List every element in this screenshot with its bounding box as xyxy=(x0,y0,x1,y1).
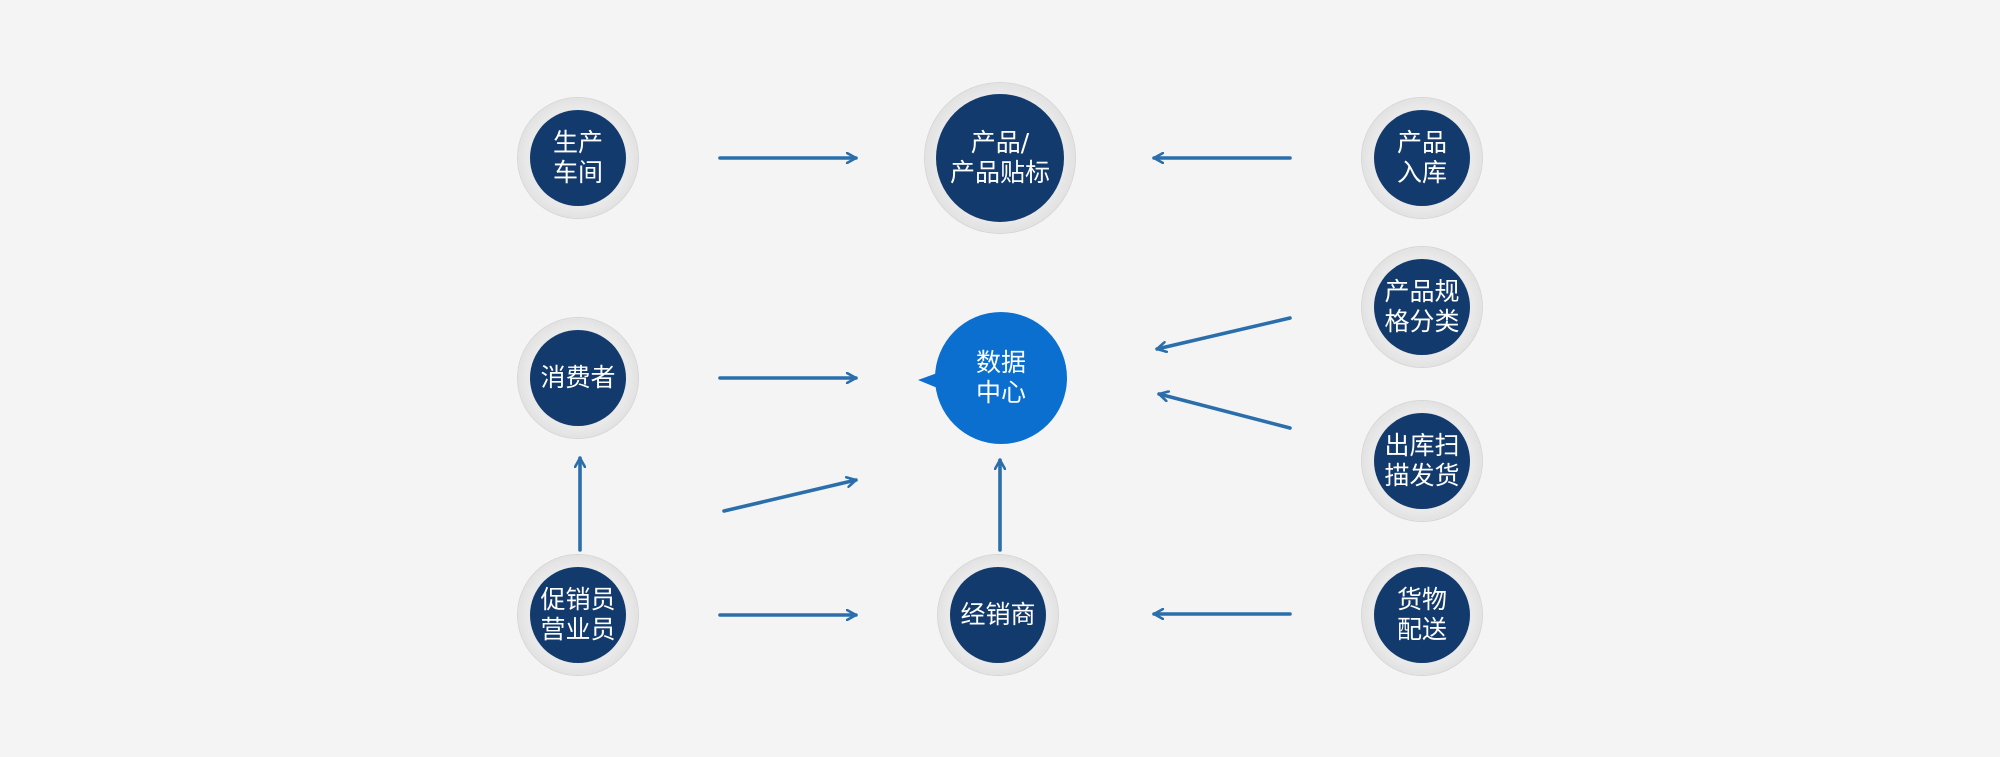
node-product-label-text: 产品/ 产品贴标 xyxy=(949,128,1050,187)
node-distributor-label: 经销商 xyxy=(960,600,1036,629)
node-consumer-label: 消费者 xyxy=(540,363,616,392)
node-distributor: 经销商 xyxy=(938,555,1058,675)
node-outbound-scan: 出库扫 描发货 xyxy=(1362,401,1482,521)
node-promoter-label: 促销员 营业员 xyxy=(540,585,616,644)
node-delivery: 货物 配送 xyxy=(1362,555,1482,675)
arrow-scan-to-hub xyxy=(1157,394,1292,430)
node-workshop: 生产 车间 xyxy=(518,98,638,218)
node-outbound-scan-label: 出库扫 描发货 xyxy=(1384,431,1460,490)
node-warehouse-in-label: 产品 入库 xyxy=(1396,128,1447,187)
node-consumer: 消费者 xyxy=(518,318,638,438)
node-spec-classify-label: 产品规 格分类 xyxy=(1384,277,1460,336)
arrow-spec-to-hub xyxy=(1155,316,1292,349)
node-spec-classify: 产品规 格分类 xyxy=(1362,247,1482,367)
arrow-promoter-to-hub xyxy=(722,480,858,513)
node-workshop-label: 生产 车间 xyxy=(552,128,603,187)
node-warehouse-in: 产品 入库 xyxy=(1362,98,1482,218)
node-product-label: 产品/ 产品贴标 xyxy=(925,83,1075,233)
hub-pointer xyxy=(918,372,940,389)
node-data-center: 数据 中心 xyxy=(935,312,1067,444)
node-delivery-label: 货物 配送 xyxy=(1396,585,1447,644)
node-data-center-label: 数据 中心 xyxy=(975,348,1026,407)
node-promoter: 促销员 营业员 xyxy=(518,555,638,675)
